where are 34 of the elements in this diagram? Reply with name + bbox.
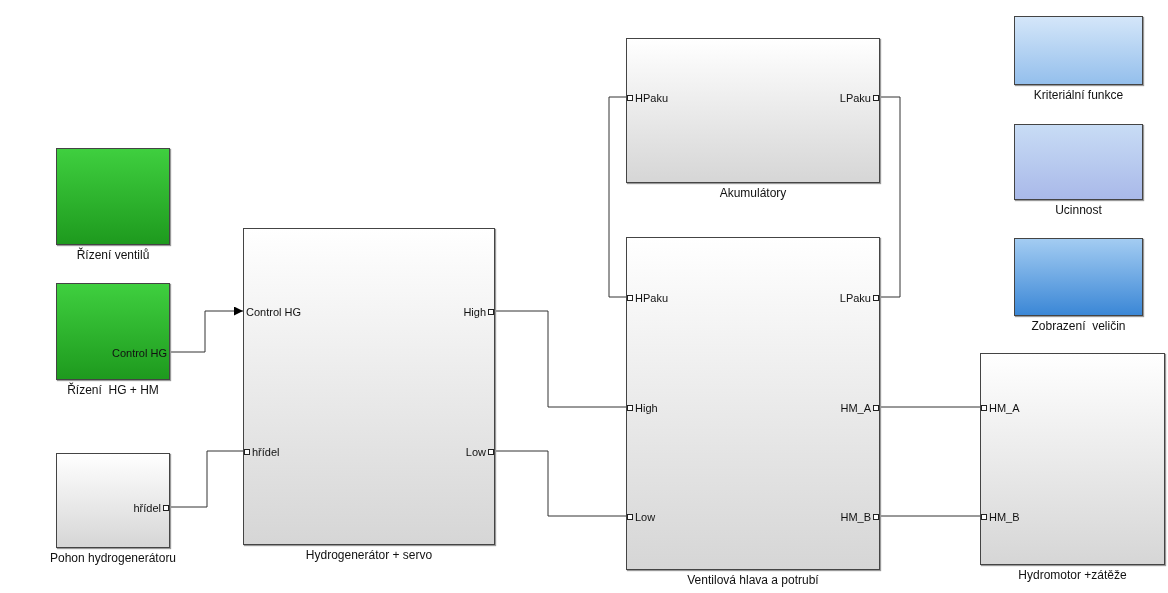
connector-line [879, 96, 901, 298]
port-label: HM_A [839, 402, 872, 414]
connector-line [494, 310, 627, 408]
block-label: Kriteriální funkce [1033, 88, 1124, 102]
port-label: hřídel [132, 502, 162, 514]
port-label: Low [634, 511, 657, 523]
connector-line [169, 306, 244, 353]
block-label: Akumulátory [719, 186, 787, 200]
port-label: HPaku [634, 292, 670, 304]
block-label: Ucinnost [1055, 203, 1102, 217]
port-label: High [462, 306, 487, 318]
port-label: LPaku [838, 92, 872, 104]
port-label: HM_B [839, 511, 872, 523]
block-label: Řízení HG + HM [67, 383, 159, 397]
port-label: Low [464, 446, 487, 458]
block-label: Pohon hydrogenerátoru [49, 551, 177, 565]
connector-line [169, 450, 244, 508]
connector-line [879, 406, 981, 408]
port-label: HM_B [988, 511, 1021, 523]
connector-line [608, 96, 627, 298]
block-label: Ventilová hlava a potrubí [687, 573, 819, 587]
port-label: LPaku [838, 292, 872, 304]
block-label: Zobrazení veličin [1031, 319, 1126, 333]
port-label: Control HG [110, 347, 168, 359]
block-label: Řízení ventilů [76, 248, 150, 262]
block-label: Hydromotor +zátěže [1018, 568, 1127, 582]
port-label: Control HG [245, 306, 303, 318]
port-label: HM_A [988, 402, 1021, 414]
connector-line [879, 515, 981, 517]
port-label: HPaku [634, 92, 670, 104]
port-label: hřídel [251, 446, 281, 458]
block-label: Hydrogenerátor + servo [305, 548, 433, 562]
port-label: High [634, 402, 659, 414]
connector-line [494, 450, 627, 517]
